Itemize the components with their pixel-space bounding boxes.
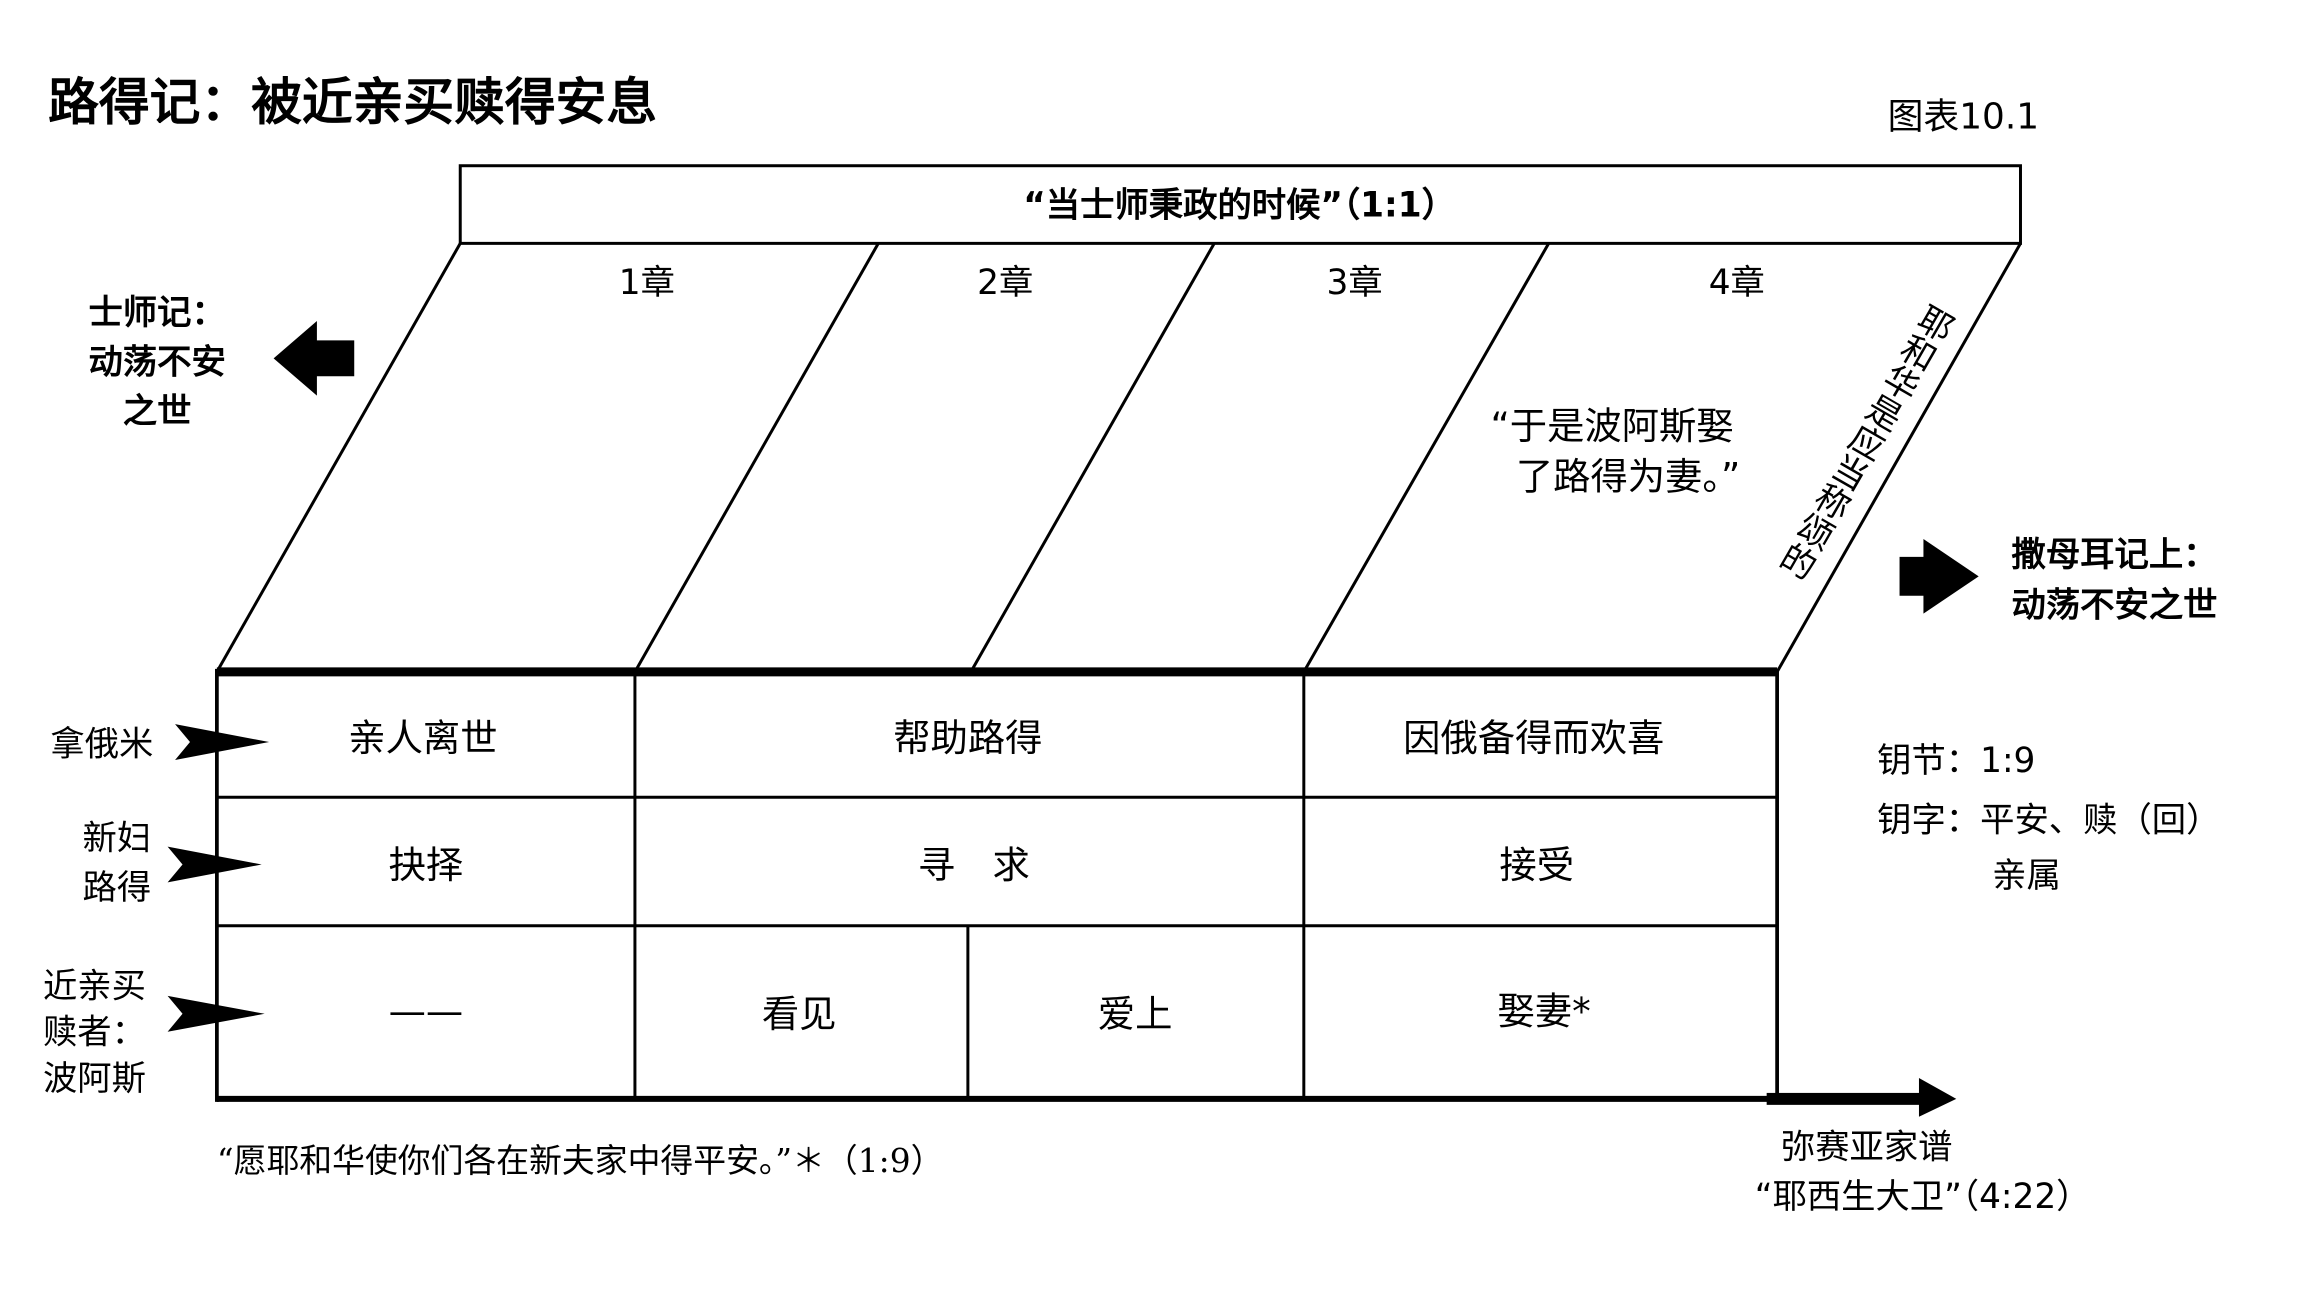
left-context-line2-b: 之世 [123,392,192,432]
cell-r2-c3: 接受 [1499,843,1574,887]
chapter-3-label: 3章 [1326,263,1382,303]
cell-r3-c1: —— [389,989,464,1033]
right-context-line2: 动荡不安之世 [2012,586,2218,626]
cell-r3-c2: 看见 [762,992,837,1036]
key-words: 钥字：平安、赎（回） [1877,801,2220,841]
chapter4-quote-line1: “于是波阿斯娶 [1490,404,1733,448]
right-context-line1: 撒母耳记上： [2012,535,2218,575]
row-arrow-icon [175,724,270,760]
cell-r1-c3: 因俄备得而欢喜 [1403,716,1664,760]
banner-text: “当士师秉政的时候”（1:1） [1023,185,1456,225]
lineage-arrow-shaft [1766,1092,1924,1105]
chapter-1-label: 1章 [619,263,675,303]
row-arrow-icon [167,995,265,1032]
chart-title: 路得记：被近亲买赎得安息 [48,72,657,131]
row-label-boaz-2: 赎者： [43,1013,146,1053]
chapter-4-label: 4章 [1709,263,1765,303]
key-verse: 钥节：1:9 [1877,741,2035,781]
cell-r3-c3: 爱上 [1098,992,1173,1036]
row-label-naomi: 拿俄米 [50,724,153,764]
diagonal-praise-text: 耶和华是应当称颂的 [1770,296,1960,584]
cell-r1-c2: 帮助路得 [893,716,1042,760]
row-arrow-icon [167,846,262,883]
lineage-arrow-icon [1918,1077,1957,1117]
row-label-ruth-1: 新妇 [83,819,152,859]
cell-r2-c2: 寻 求 [918,843,1030,887]
divider-line [1302,242,1550,673]
row-label-boaz-1: 近亲买 [43,966,146,1006]
left-arrow-icon [273,321,355,396]
lineage-line2: “耶西生大卫”（4:22） [1755,1177,2091,1217]
left-context-line1: 士师记： [88,293,225,333]
cell-r3-c4: 娶妻* [1498,989,1591,1033]
banner-box [458,164,2022,245]
key-words-cont: 亲属 [1992,856,2061,896]
divider-line [215,242,462,673]
lineage-line1: 弥赛亚家谱 [1781,1128,1953,1168]
row-label-ruth-2: 路得 [83,868,152,908]
divider-line [969,242,1216,673]
chapter-dividers [215,242,2022,673]
cell-r2-c1: 抉择 [389,843,464,887]
chapter4-quote-line2: 了路得为妻。” [1516,455,1741,499]
cell-r1-c1: 亲人离世 [348,716,497,760]
right-arrow-icon [1899,538,1979,614]
left-context-line2-a: 动荡不安 [88,342,225,382]
divider-line [633,242,880,673]
divider-line [1775,242,2022,673]
footnote-quote: “愿耶和华使你们各在新夫家中得平安。”＊（1:9） [217,1142,944,1180]
row-label-boaz-3: 波阿斯 [43,1059,146,1099]
chapter-2-label: 2章 [977,263,1033,303]
figure-label: 图表10.1 [1888,96,2039,137]
